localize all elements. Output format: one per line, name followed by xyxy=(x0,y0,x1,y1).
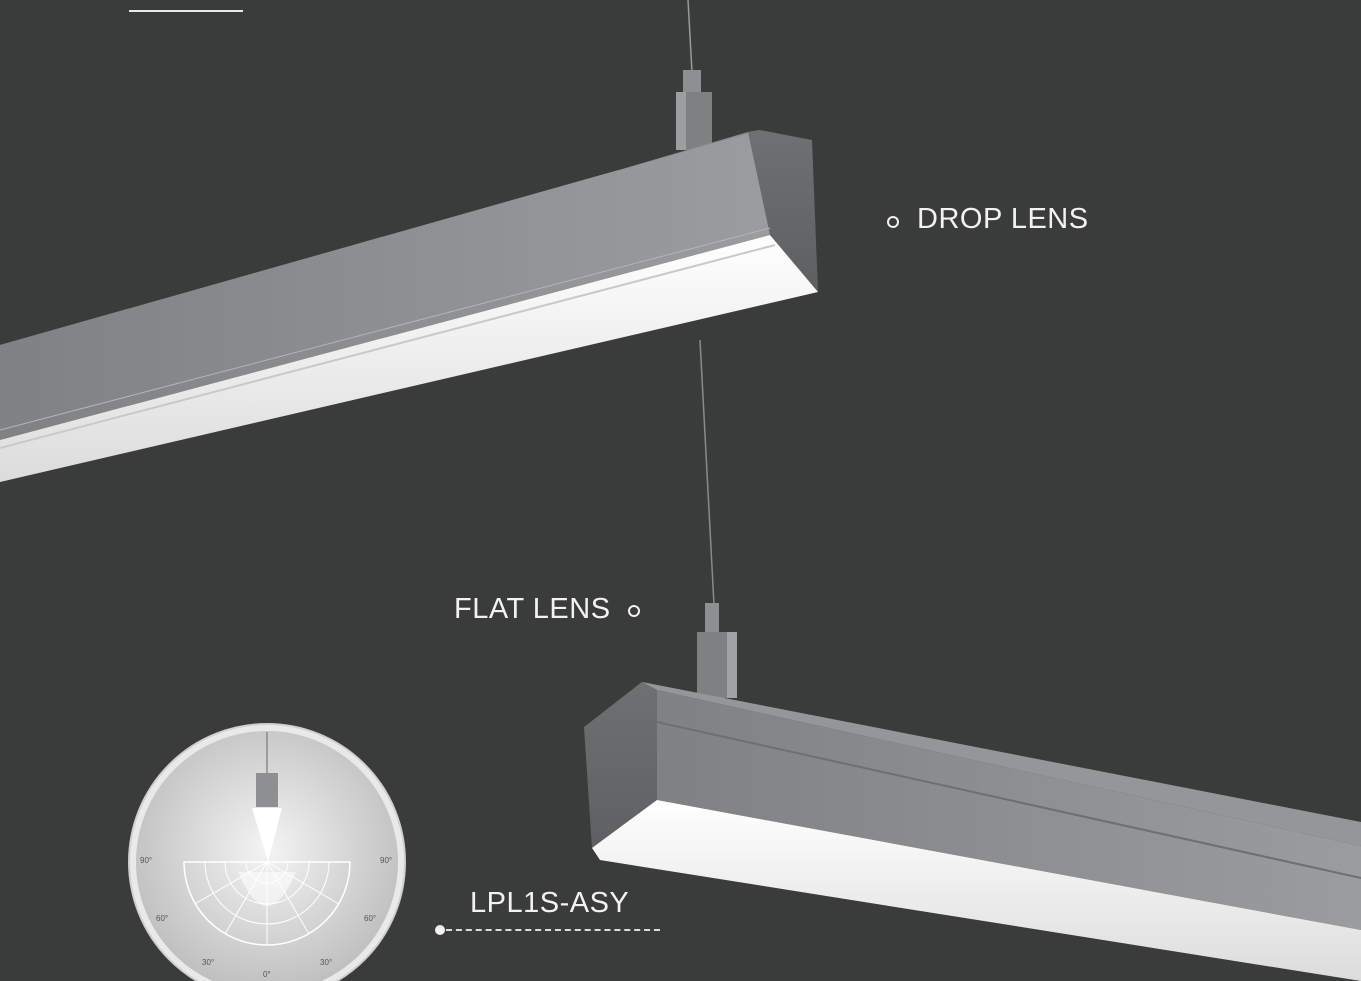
cable-gripper xyxy=(683,70,701,92)
polar-angle-label: 60° xyxy=(156,914,169,923)
top-divider xyxy=(129,10,243,12)
polar-angle-label: 90° xyxy=(140,856,153,865)
polar-angle-label: 30° xyxy=(202,958,215,967)
cable-gripper-2 xyxy=(705,603,719,633)
callout-dashed-line xyxy=(446,929,660,931)
callout-dot-icon xyxy=(435,925,445,935)
drop-lens-bullet-icon xyxy=(887,216,899,228)
flat-lens-label: FLAT LENS xyxy=(454,593,611,625)
model-name: LPL1S-ASY xyxy=(470,887,630,919)
polar-distribution-diagram xyxy=(128,723,406,981)
flat-lens-fixture xyxy=(584,603,1361,981)
flat-lens-housing xyxy=(657,690,1361,930)
flat-lens-endcap xyxy=(584,682,657,855)
suspension-cable-2 xyxy=(699,339,715,606)
suspension-cable xyxy=(687,0,693,73)
drop-lens-diffuser xyxy=(0,235,818,482)
drop-lens-housing xyxy=(0,130,770,440)
flat-lens-bullet-icon xyxy=(628,605,640,617)
polar-angle-label: 90° xyxy=(380,856,393,865)
drop-lens-endcap xyxy=(748,130,818,292)
drop-lens-fixture xyxy=(0,0,818,482)
flat-lens-diffuser xyxy=(592,800,1361,981)
polar-angle-label: 30° xyxy=(320,958,333,967)
polar-angle-label: 60° xyxy=(364,914,377,923)
drop-lens-label: DROP LENS xyxy=(917,203,1089,235)
polar-angle-label: 0° xyxy=(263,970,271,979)
